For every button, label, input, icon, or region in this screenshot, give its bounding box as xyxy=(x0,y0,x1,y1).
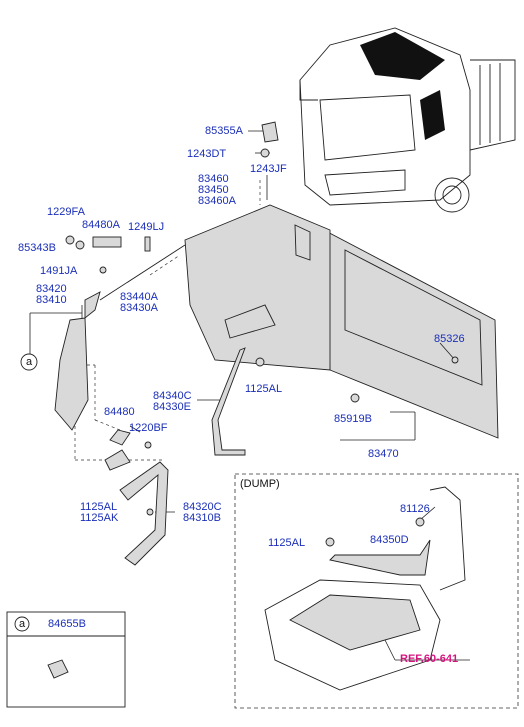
legend-box-border xyxy=(6,611,126,708)
label-1229fa: 1229FA xyxy=(47,206,85,218)
label-83470: 83470 xyxy=(368,448,399,460)
label-1125al-1: 1125AL xyxy=(245,383,283,395)
callout-a-text: a xyxy=(26,356,33,368)
label-85355a: 85355A xyxy=(205,125,243,137)
side-panel-83470 xyxy=(319,227,499,439)
inner-trim-panel-83460 xyxy=(184,204,331,371)
grab-handle-84320c xyxy=(119,461,169,566)
bracket-84480 xyxy=(104,429,131,471)
label-84350d: 84350D xyxy=(370,534,409,546)
label-1220bf: 1220BF xyxy=(129,422,168,434)
legend-marker: a xyxy=(19,618,26,630)
label-84320c: 84320C xyxy=(183,501,222,513)
label-83440a: 83440A xyxy=(120,291,158,303)
label-1243dt: 1243DT xyxy=(187,148,227,160)
label-83460a: 83460A xyxy=(198,195,236,207)
dump-frame-illustration xyxy=(264,486,470,691)
label-83420: 83420 xyxy=(36,283,67,295)
label-1125al-2: 1125AL xyxy=(80,501,118,513)
label-1491ja: 1491JA xyxy=(40,265,78,277)
label-1249lj: 1249LJ xyxy=(128,221,165,233)
label-84340c: 84340C xyxy=(153,390,192,402)
callout-circle-a xyxy=(20,353,38,371)
ref-link[interactable]: REF.60-641 xyxy=(400,653,459,665)
label-85919b: 85919B xyxy=(334,413,372,425)
legend-circle-a xyxy=(14,616,30,632)
pillar-83410 xyxy=(54,291,101,431)
truck-cab-illustration xyxy=(299,27,516,213)
label-85343b: 85343B xyxy=(18,242,56,254)
label-1125al-3: 1125AL xyxy=(268,537,306,549)
dump-box-title: (DUMP) xyxy=(240,478,280,490)
label-1243jf: 1243JF xyxy=(250,163,287,175)
label-85326: 85326 xyxy=(434,333,465,345)
label-84310b: 84310B xyxy=(183,512,221,524)
label-83430a: 83430A xyxy=(120,302,158,314)
legend-part-label: 84655B xyxy=(48,618,86,630)
label-1125ak: 1125AK xyxy=(80,512,119,524)
grab-handle-84340c xyxy=(211,347,246,456)
label-84480: 84480 xyxy=(104,406,135,418)
label-81126: 81126 xyxy=(400,503,430,515)
label-83460: 83460 xyxy=(198,173,229,185)
label-84480a: 84480A xyxy=(82,219,120,231)
label-83450: 83450 xyxy=(198,184,229,196)
dump-box-border xyxy=(234,473,519,709)
label-83410: 83410 xyxy=(36,294,67,306)
clip-84655b xyxy=(47,659,69,679)
small-parts xyxy=(65,121,459,516)
label-84330e: 84330E xyxy=(153,401,191,413)
